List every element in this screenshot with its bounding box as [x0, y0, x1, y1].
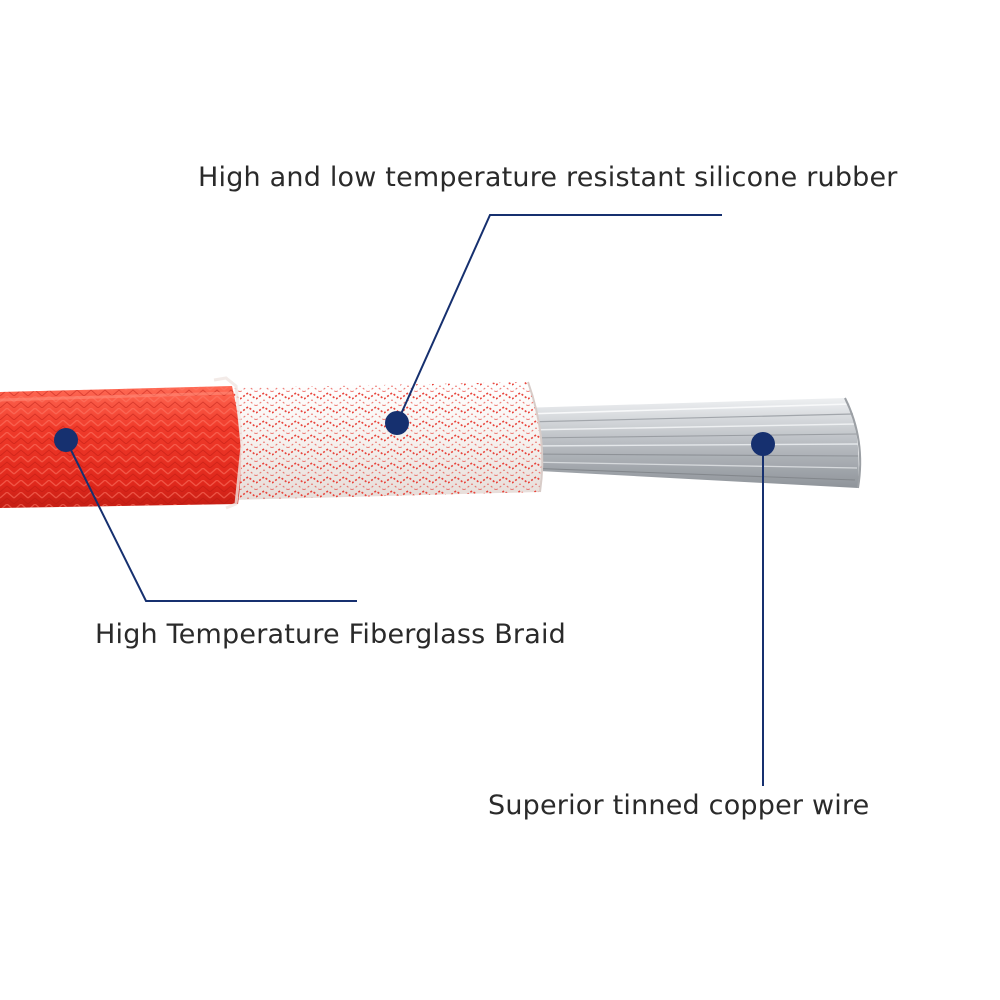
- label-tinned-copper-wire: Superior tinned copper wire: [488, 790, 870, 821]
- leader-braid: [54, 428, 357, 602]
- tinned-copper-wire: [520, 397, 862, 489]
- leader-rubber: [385, 214, 722, 435]
- marker-dot-rubber: [385, 411, 409, 435]
- marker-dot-wire: [751, 432, 775, 456]
- fiberglass-braid-layer: [232, 381, 544, 500]
- red-outer-jacket: [0, 376, 244, 510]
- label-fiberglass-braid: High Temperature Fiberglass Braid: [95, 619, 567, 650]
- leader-wire: [751, 432, 775, 786]
- marker-dot-braid: [54, 428, 78, 452]
- label-silicone-rubber: High and low temperature resistant silic…: [198, 162, 898, 193]
